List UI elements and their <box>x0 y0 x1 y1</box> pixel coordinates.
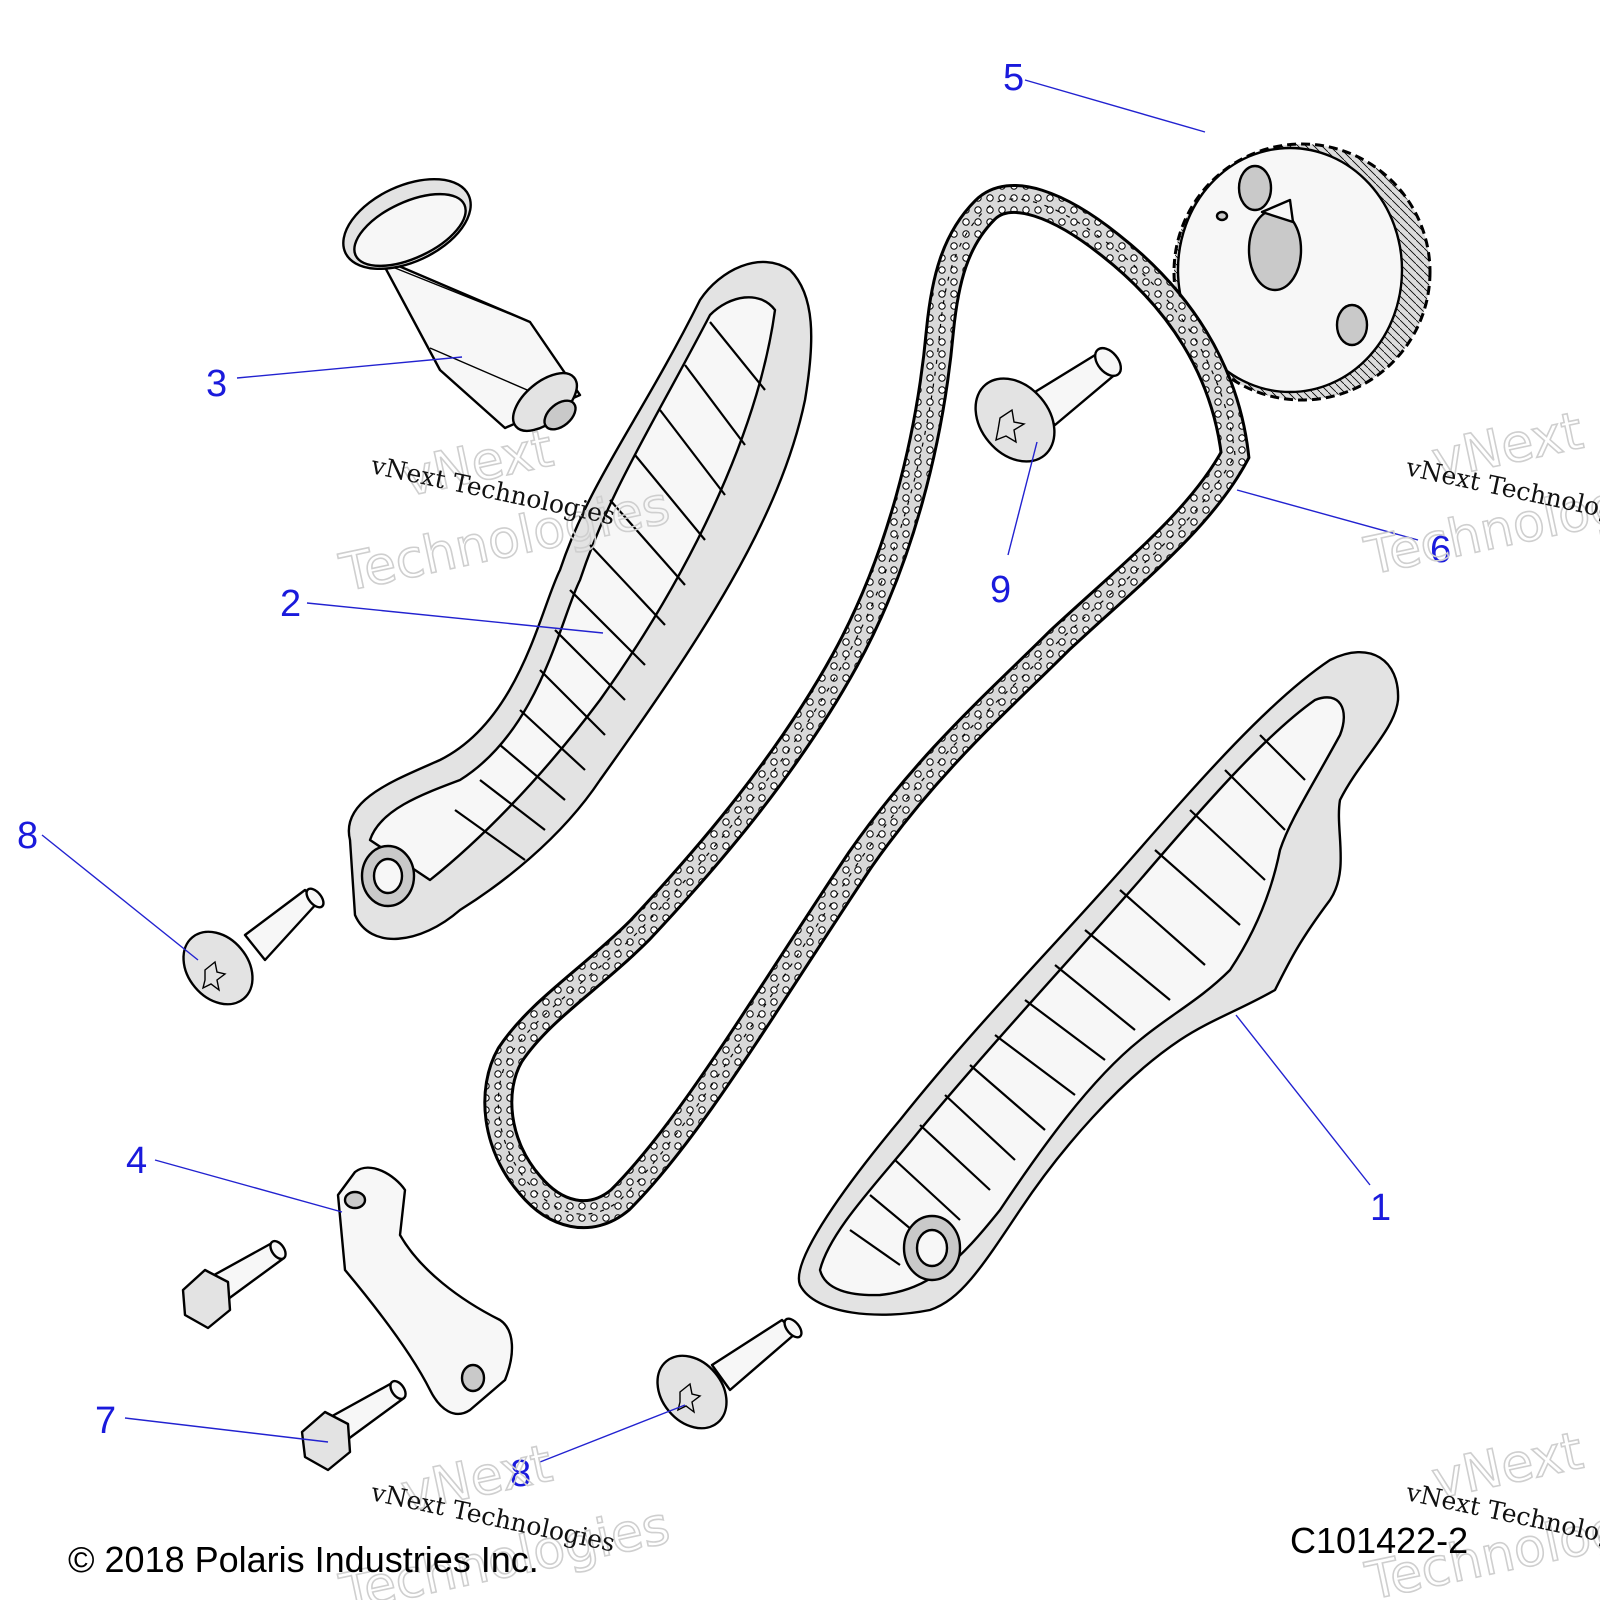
callout-9: 9 <box>990 569 1011 611</box>
guide-bracket <box>336 1166 514 1416</box>
callout-2: 2 <box>280 583 301 625</box>
callout-1: 1 <box>1370 1187 1391 1229</box>
chain-tensioner <box>342 177 582 433</box>
callout-6: 6 <box>1430 529 1451 571</box>
guide-bolt-upper <box>182 887 325 1006</box>
drawing-number: C101422-2 <box>1290 1520 1468 1561</box>
pivot-bolt <box>974 346 1123 463</box>
sprocket <box>1172 142 1432 402</box>
copyright-notice: © 2018 Polaris Industries Inc. <box>68 1539 539 1580</box>
bracket-bolt-lower <box>300 1379 407 1472</box>
callout-4: 4 <box>126 1140 147 1182</box>
chain-guide-tensioner-side <box>347 260 813 940</box>
callout-8a: 8 <box>17 815 38 857</box>
timing-chain <box>483 184 1251 1230</box>
bracket-bolt-upper <box>181 1239 287 1330</box>
leader-lines <box>41 79 1419 1463</box>
chain-guide-fixed <box>797 650 1400 1316</box>
callout-labels: 5 3 2 9 6 8 1 4 7 8 <box>17 57 1451 1495</box>
callout-8b: 8 <box>510 1453 531 1495</box>
guide-bolt-lower <box>656 1317 803 1430</box>
callout-7: 7 <box>95 1400 116 1442</box>
callout-3: 3 <box>206 363 227 405</box>
callout-5: 5 <box>1003 57 1024 99</box>
